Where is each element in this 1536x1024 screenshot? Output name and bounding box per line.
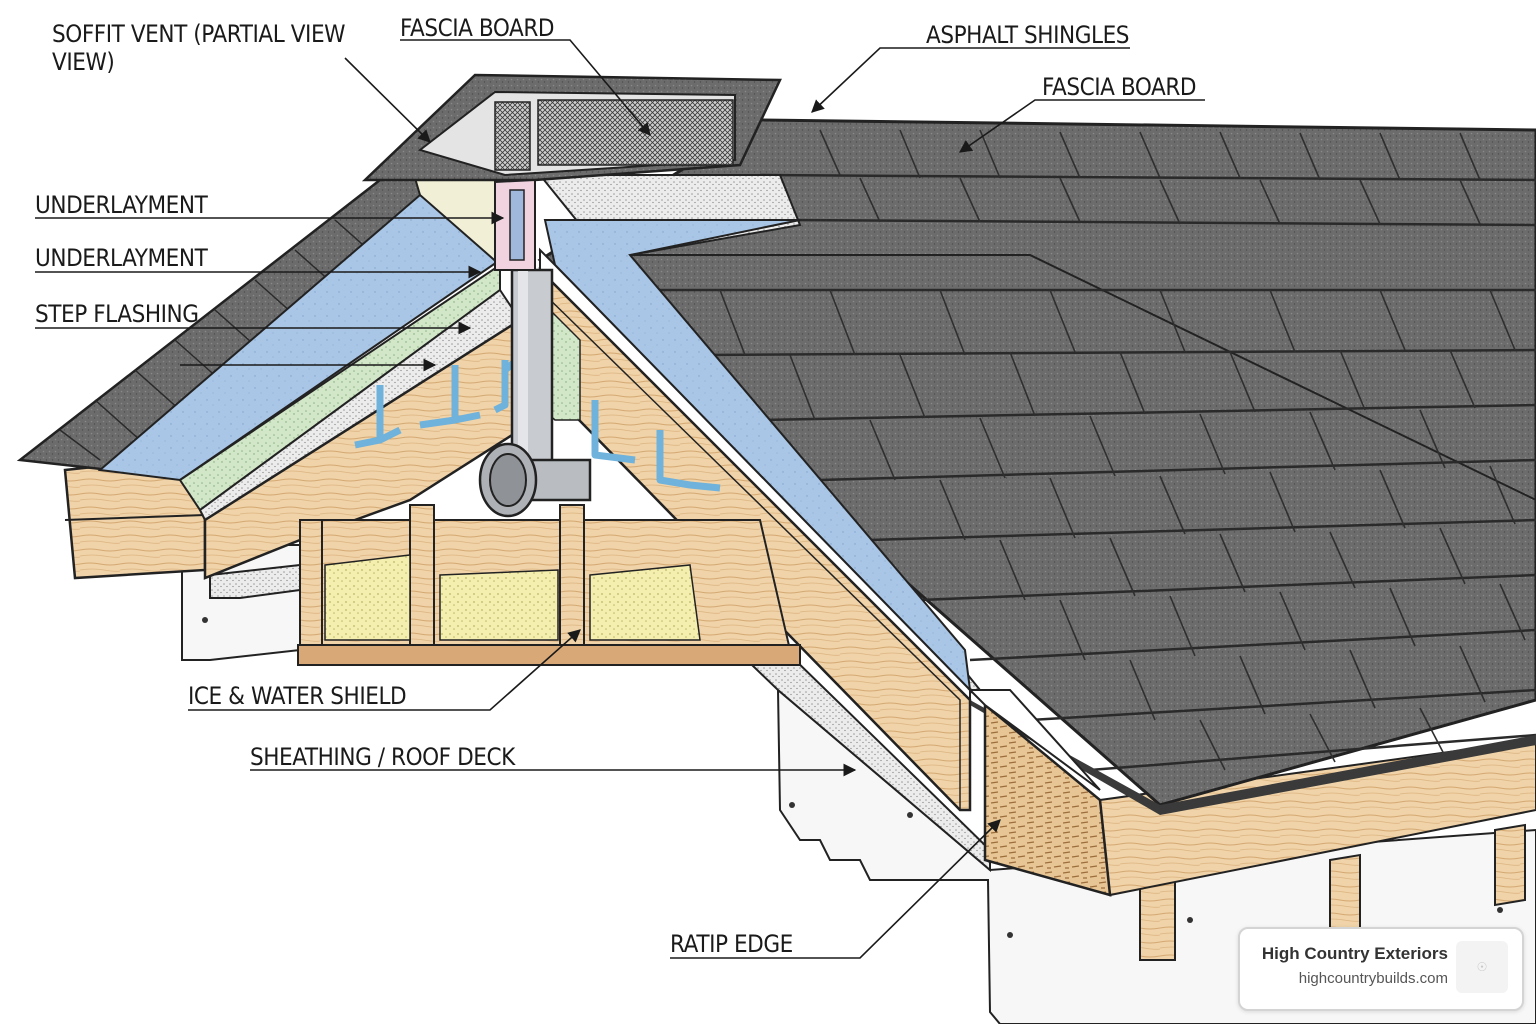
left-eave-structure <box>63 453 301 661</box>
vent-pipe <box>478 268 592 518</box>
label-fascia-board-right: FASCIA BOARD <box>1042 73 1197 101</box>
right-slope-layers <box>537 174 982 703</box>
label-ice-water-shield: ICE & WATER SHIELD <box>188 682 407 710</box>
leader-ice-water-shield <box>188 629 581 711</box>
label-ratip-edge: RATIP EDGE <box>670 930 793 958</box>
label-step-flashing: STEP FLASHING <box>35 300 199 328</box>
label-underlayment-2: UNDERLAYMENT <box>35 244 208 272</box>
left-slope-layers <box>16 176 522 542</box>
label-underlayment-1: UNDERLAYMENT <box>35 191 208 219</box>
label-asphalt-shingles: ASPHALT SHINGLES <box>926 21 1130 49</box>
leader-soffit-vent <box>344 57 431 143</box>
asphalt-shingle-roof-plane <box>537 118 1536 815</box>
leader-ratip-edge <box>670 819 1001 959</box>
badge-icon: ☉ <box>1456 941 1508 993</box>
brand-name: High Country Exteriors <box>1261 944 1448 963</box>
leader-asphalt-shingles <box>811 47 1130 113</box>
label-fascia-board-top: FASCIA BOARD <box>400 14 555 42</box>
leader-fascia-board-right <box>958 99 1205 153</box>
brand-badge: High Country Exteriors highcountrybuilds… <box>1238 927 1524 1011</box>
rafter-tails-right <box>1098 738 1536 961</box>
label-sheathing-roof-deck: SHEATHING / ROOF DECK <box>250 743 515 771</box>
leader-fascia-board-top <box>400 39 651 136</box>
leader-lines <box>35 39 1205 959</box>
ridge-vent-cap <box>361 73 782 271</box>
brand-url: highcountrybuilds.com <box>1298 970 1448 987</box>
attic-framing <box>297 504 801 666</box>
label-soffit-vent: SOFFIT VENT (PARTIAL VIEW VIEW) <box>52 20 346 76</box>
